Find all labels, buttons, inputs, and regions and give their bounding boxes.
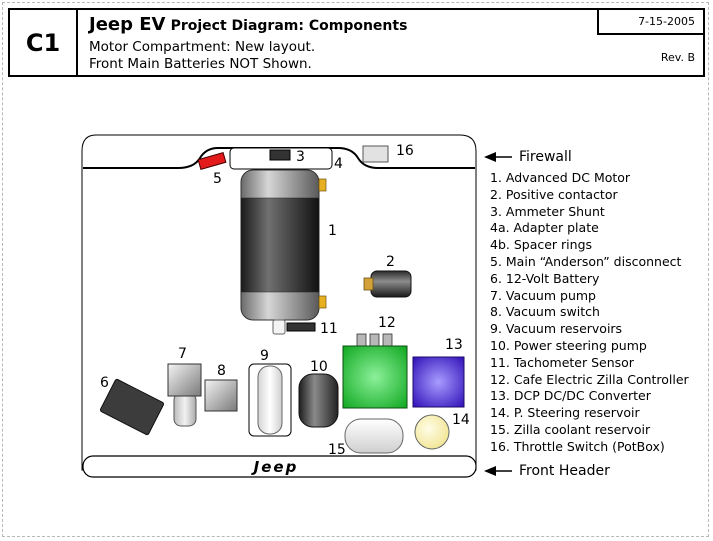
label-15: 15	[328, 442, 346, 458]
legend-item: 12. Cafe Electric Zilla Controller	[490, 371, 689, 387]
vacuum-switch	[204, 379, 238, 412]
vacuum-reservoirs	[248, 363, 292, 437]
label-8: 8	[217, 363, 226, 379]
label-13: 13	[445, 337, 463, 353]
label-16: 16	[396, 143, 414, 159]
legend-item: 4a. Adapter plate	[490, 220, 599, 236]
label-6: 6	[100, 375, 109, 391]
battery-12v	[99, 378, 165, 436]
power-steering-pump	[298, 373, 339, 428]
page-title: Jeep EV Project Diagram: Components	[89, 14, 407, 35]
firewall-label: Firewall	[519, 149, 572, 165]
throttle-switch	[362, 145, 389, 163]
label-7: 7	[178, 346, 187, 362]
label-9: 9	[260, 348, 269, 364]
label-10: 10	[310, 359, 328, 375]
legend-item: 1. Advanced DC Motor	[490, 170, 631, 185]
front-header-label: Front Header	[519, 463, 610, 479]
legend-item: 4b. Spacer rings	[490, 237, 593, 253]
legend-item: 14. P. Steering reservoir	[490, 405, 640, 421]
dc-motor	[240, 169, 327, 335]
label-12: 12	[378, 315, 396, 331]
legend-item: 13. DCP DC/DC Converter	[490, 388, 651, 404]
legend-item: 8. Vacuum switch	[490, 304, 600, 320]
label-3: 3	[296, 149, 305, 165]
subtitle-line-1: Motor Compartment: New layout.	[89, 39, 316, 55]
legend-item: 5. Main “Anderson” disconnect	[490, 253, 682, 269]
legend-item: 6. 12-Volt Battery	[490, 270, 600, 286]
title-block: C1 Jeep EV Project Diagram: Components M…	[8, 8, 705, 77]
dcdc-converter	[412, 356, 465, 408]
date-field: 7-15-2005	[597, 10, 703, 35]
ammeter-shunt	[269, 149, 291, 161]
component-legend: 1. Advanced DC Motor 2. Positive contact…	[490, 170, 689, 456]
title-sub: Project Diagram: Components	[170, 18, 408, 34]
legend-item: 16. Throttle Switch (PotBox)	[490, 438, 665, 454]
legend-item: 3. Ammeter Shunt	[490, 203, 605, 219]
vacuum-pump	[167, 363, 202, 427]
legend-item: 15. Zilla coolant reservoir	[490, 421, 651, 437]
legend-item: 11. Tachometer Sensor	[490, 354, 634, 370]
subtitle-line-2: Front Main Batteries NOT Shown.	[89, 56, 312, 72]
firewall-arrow	[484, 152, 512, 162]
front-header	[82, 455, 477, 478]
label-2: 2	[386, 254, 395, 270]
legend-item: 2. Positive contactor	[490, 186, 618, 202]
anderson-disconnect	[197, 151, 227, 171]
legend-item: 9. Vacuum reservoirs	[490, 321, 623, 337]
label-1: 1	[328, 223, 337, 239]
front-header-arrow	[484, 466, 512, 476]
label-4: 4	[334, 156, 343, 172]
steering-reservoir	[414, 414, 450, 450]
label-5: 5	[213, 171, 222, 187]
title-main: Jeep EV	[89, 14, 166, 35]
positive-contactor	[363, 270, 412, 298]
grille-logo: Jeep	[251, 458, 299, 476]
legend-item: 7. Vacuum pump	[490, 287, 596, 303]
zilla-controller	[342, 333, 408, 409]
label-14: 14	[452, 412, 470, 428]
coolant-reservoir	[344, 418, 404, 454]
legend-item: 10. Power steering pump	[490, 337, 647, 353]
tachometer-sensor	[286, 322, 316, 332]
sheet-id: C1	[10, 10, 78, 75]
label-11: 11	[320, 321, 338, 337]
revision-field: Rev. B	[660, 51, 695, 64]
